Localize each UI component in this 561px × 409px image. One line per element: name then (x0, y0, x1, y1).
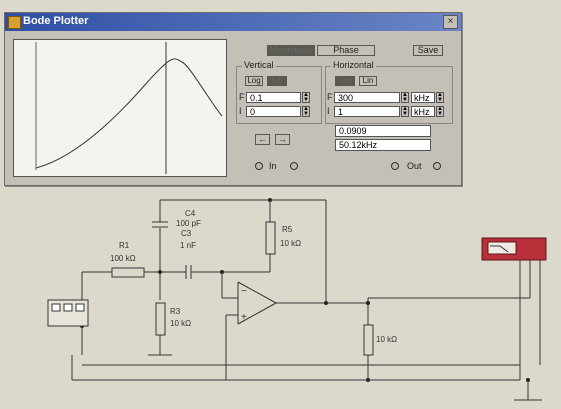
title-bar[interactable]: Bode Plotter × (5, 13, 461, 31)
vertical-log-button[interactable]: Log (245, 76, 263, 86)
rload-value: 10 kΩ (376, 335, 397, 344)
horizontal-final-spinner[interactable]: ▲▼ (401, 92, 409, 103)
out-terminal-plus[interactable] (391, 162, 399, 170)
vertical-final-input[interactable]: 0.1 (246, 92, 301, 103)
vertical-f-prefix: F (239, 92, 245, 102)
vertical-i-prefix: I (239, 106, 242, 116)
horizontal-final-unit-spinner[interactable]: ▲▼ (436, 92, 444, 103)
r1-value: 100 kΩ (110, 254, 136, 263)
opamp-minus: − (241, 286, 247, 297)
horizontal-lin-button[interactable]: Lin (359, 76, 377, 86)
c3-value: 1 nF (180, 241, 196, 250)
horizontal-f-prefix: F (327, 92, 333, 102)
vertical-final-spinner[interactable]: ▲▼ (302, 92, 310, 103)
in-terminal-plus[interactable] (255, 162, 263, 170)
horizontal-initial-spinner[interactable]: ▲▼ (401, 106, 409, 117)
magnitude-curve-chart (35, 42, 223, 174)
r5-resistor (265, 221, 276, 255)
vertical-label: Vertical (242, 60, 276, 70)
horizontal-final-unit[interactable]: kHz (411, 92, 435, 103)
r3-resistor (155, 302, 166, 336)
horizontal-label: Horizontal (331, 60, 376, 70)
window-title: Bode Plotter (23, 15, 89, 27)
horizontal-initial-unit-spinner[interactable]: ▲▼ (436, 106, 444, 117)
horizontal-initial-unit[interactable]: kHz (411, 106, 435, 117)
r1-resistor (111, 267, 145, 278)
close-button[interactable]: × (443, 15, 458, 29)
vertical-initial-input[interactable]: 0 (246, 106, 301, 117)
r1-name: R1 (119, 241, 130, 250)
c4-value: 100 pF (176, 219, 201, 228)
save-button[interactable]: Save (413, 45, 443, 56)
r5-name: R5 (282, 225, 293, 234)
horizontal-i-prefix: I (327, 106, 330, 116)
vertical-group: Vertical (236, 60, 322, 124)
magnitude-readout: 0.0909 (335, 125, 431, 137)
magnitude-curve (35, 58, 223, 169)
vertical-initial-spinner[interactable]: ▲▼ (302, 106, 310, 117)
c3-name: C3 (181, 229, 192, 238)
rload-resistor (363, 324, 374, 356)
horizontal-final-input[interactable]: 300 (334, 92, 400, 103)
out-terminal-minus[interactable] (433, 162, 441, 170)
bode-plot-display[interactable] (13, 39, 227, 177)
vertical-lin-button[interactable]: Lin (267, 76, 287, 86)
r5-value: 10 kΩ (280, 239, 301, 248)
r3-name: R3 (170, 307, 181, 316)
r3-value: 10 kΩ (170, 319, 191, 328)
horizontal-log-button[interactable]: Log (335, 76, 355, 86)
magnitude-button[interactable]: Magnitude (267, 45, 315, 56)
c4-name: C4 (185, 209, 196, 218)
cursor-left-button[interactable]: ← (255, 134, 270, 145)
cursor-right-button[interactable]: → (275, 134, 290, 145)
phase-button[interactable]: Phase (317, 45, 375, 56)
bode-plotter-window: Bode Plotter × Magnitude Phase Save Vert… (4, 12, 462, 186)
horizontal-initial-input[interactable]: 1 (334, 106, 400, 117)
out-label: Out (407, 161, 422, 171)
horizontal-group: Horizontal (325, 60, 453, 124)
in-label: In (269, 161, 277, 171)
app-icon (8, 16, 21, 29)
circuit-schematic: C4 100 pF C3 1 nF R1 100 kΩ R3 10 kΩ R5 … (47, 198, 547, 401)
opamp-plus: + (241, 312, 247, 323)
in-terminal-minus[interactable] (290, 162, 298, 170)
frequency-readout: 50.12kHz (335, 139, 431, 151)
